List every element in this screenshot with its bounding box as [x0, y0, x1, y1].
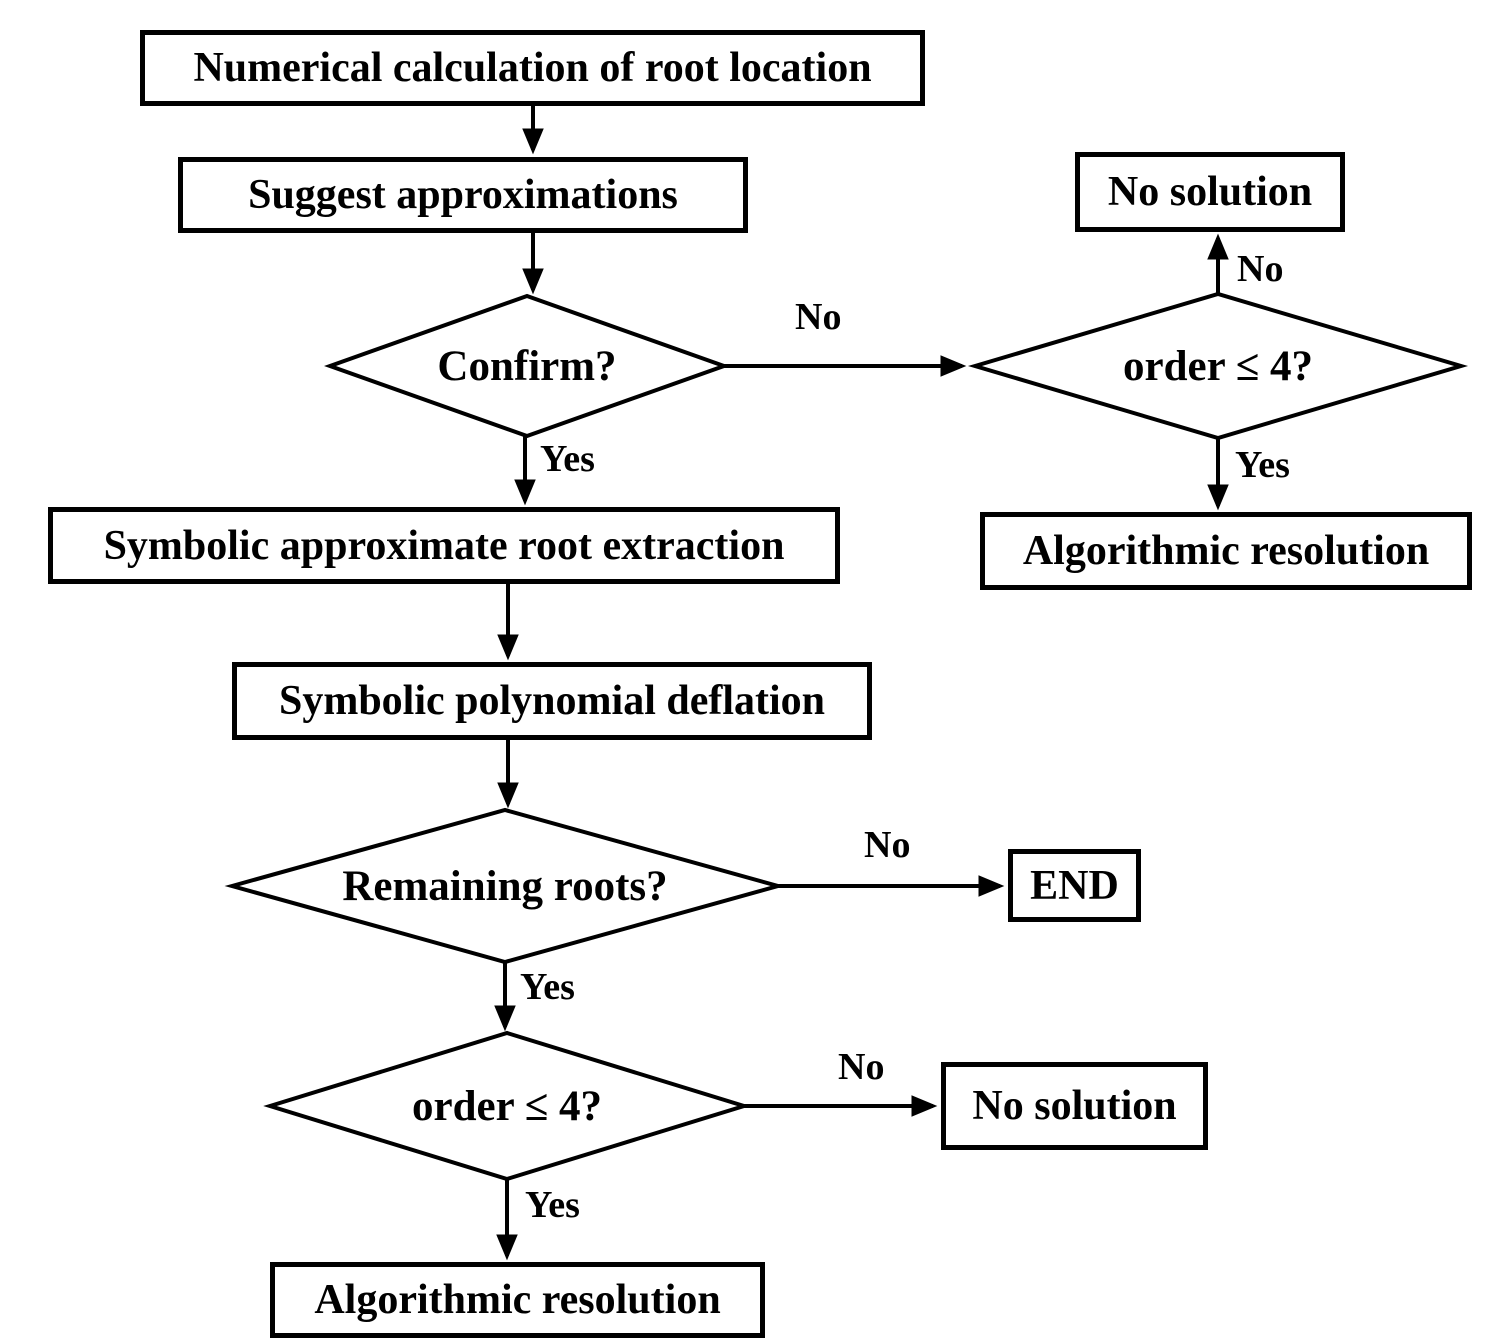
- order4-bottom-diamond-shape: [263, 1030, 751, 1182]
- node-suggest-approximations-label: Suggest approximations: [248, 172, 678, 218]
- edge-label-remaining-no: No: [864, 824, 911, 866]
- node-no-solution-top-label: No solution: [1107, 169, 1313, 215]
- node-end: END: [1008, 849, 1141, 922]
- node-symbolic-root-extraction-label: Symbolic approximate root extraction: [103, 522, 785, 569]
- edge-label-confirm-yes: Yes: [540, 438, 595, 480]
- edge-label-remaining-yes: Yes: [520, 966, 575, 1008]
- node-suggest-approximations: Suggest approximations: [178, 157, 748, 233]
- confirm-diamond-shape: [324, 293, 730, 439]
- node-algorithmic-resolution-bottom-label: Algorithmic resolution: [314, 1277, 721, 1323]
- node-numerical-calculation: Numerical calculation of root location: [140, 30, 925, 106]
- node-algorithmic-resolution-right-label: Algorithmic resolution: [1022, 528, 1430, 574]
- remaining-roots-diamond-shape: [224, 807, 786, 965]
- node-numerical-calculation-label: Numerical calculation of root location: [193, 45, 872, 91]
- node-symbolic-polynomial-deflation: Symbolic polynomial deflation: [232, 662, 872, 740]
- node-no-solution-bottom-label: No solution: [972, 1083, 1177, 1129]
- node-algorithmic-resolution-bottom: Algorithmic resolution: [270, 1262, 765, 1338]
- edge-label-order4-bottom-no: No: [838, 1046, 885, 1088]
- node-symbolic-root-extraction: Symbolic approximate root extraction: [48, 507, 840, 584]
- order4-right-diamond-shape: [967, 291, 1469, 441]
- edge-label-order4-right-no: No: [1237, 248, 1284, 290]
- node-no-solution-top: No solution: [1075, 152, 1345, 232]
- node-algorithmic-resolution-right: Algorithmic resolution: [980, 512, 1472, 590]
- node-no-solution-bottom: No solution: [941, 1062, 1208, 1150]
- edge-label-order4-bottom-yes: Yes: [525, 1184, 580, 1226]
- node-end-label: END: [1030, 862, 1119, 909]
- edge-label-confirm-no: No: [795, 296, 842, 338]
- edge-label-order4-right-yes: Yes: [1235, 444, 1290, 486]
- node-symbolic-polynomial-deflation-label: Symbolic polynomial deflation: [278, 678, 826, 724]
